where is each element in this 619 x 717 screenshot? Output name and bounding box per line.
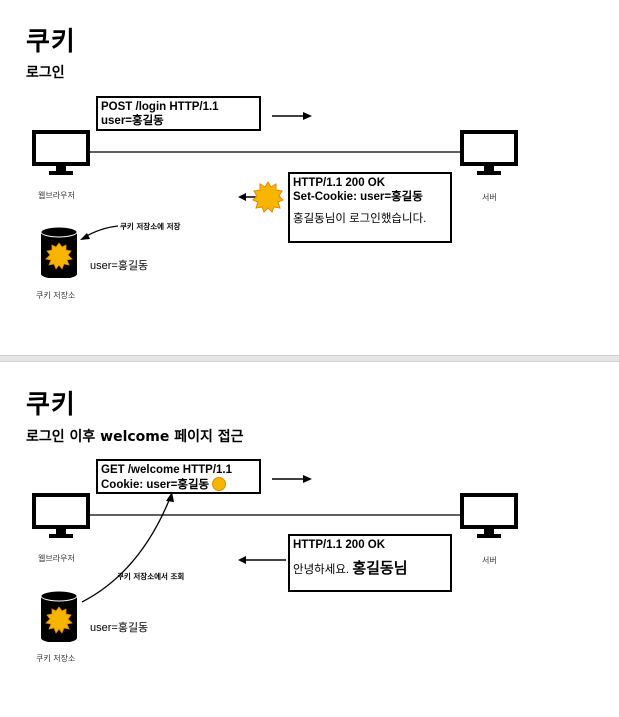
cookie-icon	[252, 181, 284, 213]
slide-title: 쿠키	[26, 27, 76, 57]
response-arrow	[238, 193, 256, 201]
cookie-storage-icon	[40, 590, 78, 642]
response-status: HTTP/1.1 200 OK	[293, 539, 386, 551]
server-monitor-icon	[460, 493, 518, 538]
client-label: 웹브라우저	[38, 191, 75, 200]
request-line: GET /welcome HTTP/1.1	[101, 464, 233, 476]
request-line: POST /login HTTP/1.1	[101, 101, 219, 113]
client-monitor-icon	[32, 493, 90, 538]
server-label: 서버	[482, 193, 497, 202]
cookie-icon	[212, 477, 227, 491]
store-action-label: 쿠키 저장소에 저장	[120, 222, 181, 231]
store-action-label: 쿠키 저장소에서 조회	[117, 572, 185, 581]
request-message: GET /welcome HTTP/1.1 Cookie: user=홍길동	[96, 459, 261, 494]
response-status: HTTP/1.1 200 OK	[293, 177, 386, 189]
server-monitor-icon	[460, 130, 518, 175]
client-label: 웹브라우저	[38, 554, 75, 563]
store-label: 쿠키 저장소	[36, 291, 76, 300]
lookup-arrow	[81, 492, 174, 603]
request-body: user=홍길동	[101, 115, 164, 127]
request-message: POST /login HTTP/1.1 user=홍길동	[96, 96, 261, 131]
slide-login: 쿠키 로그인 POST /login HTTP/1.1 user=홍길동 HTT…	[0, 0, 619, 355]
store-content: user=홍길동	[90, 622, 149, 634]
diagram-lines	[80, 112, 462, 240]
response-greeting: 안녕하세요.	[293, 564, 350, 576]
client-monitor-icon	[32, 130, 90, 175]
slide-divider	[0, 355, 619, 362]
store-arrow	[80, 225, 119, 240]
response-body: 홍길동님이 로그인했습니다.	[293, 213, 427, 225]
slide-subtitle: 로그인	[26, 65, 65, 81]
slide-subtitle: 로그인 이후 welcome 페이지 접근	[26, 429, 244, 445]
response-message: HTTP/1.1 200 OK 안녕하세요. 홍길동님	[288, 534, 452, 592]
server-label: 서버	[482, 556, 497, 565]
request-cookie-header: Cookie: user=홍길동	[101, 479, 210, 491]
store-content: user=홍길동	[90, 260, 149, 272]
slide-welcome: 쿠키 로그인 이후 welcome 페이지 접근 GET /welcome HT…	[0, 362, 619, 717]
diagram-lines	[81, 475, 462, 603]
response-set-cookie: Set-Cookie: user=홍길동	[293, 191, 423, 203]
response-message: HTTP/1.1 200 OK Set-Cookie: user=홍길동 홍길동…	[288, 172, 452, 243]
request-arrow	[272, 475, 312, 483]
store-label: 쿠키 저장소	[36, 654, 76, 663]
cookie-storage-icon	[40, 226, 78, 278]
slide-title: 쿠키	[26, 390, 76, 420]
response-arrow	[238, 556, 286, 564]
response-user-name: 홍길동님	[352, 560, 408, 577]
request-arrow	[272, 112, 312, 120]
